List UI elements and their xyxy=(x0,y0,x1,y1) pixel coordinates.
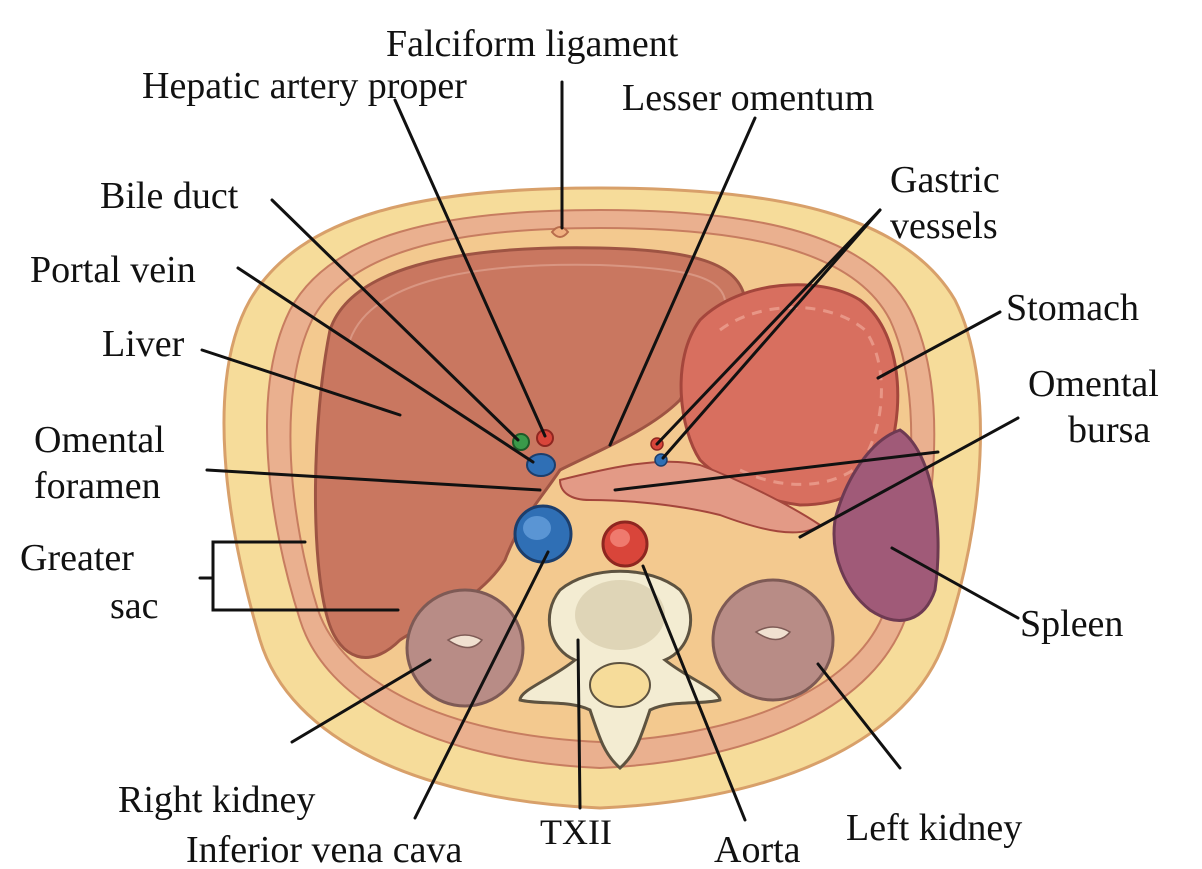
label-omental-foramen-2: foramen xyxy=(34,465,161,507)
label-greater-sac-1: Greater xyxy=(20,537,134,579)
label-inferior-vena-cava: Inferior vena cava xyxy=(186,829,463,869)
label-lesser-omentum: Lesser omentum xyxy=(622,77,874,119)
label-omental-bursa-2: bursa xyxy=(1068,409,1150,451)
vertebral-canal xyxy=(590,663,650,707)
label-txii: TXII xyxy=(540,812,612,852)
label-falciform-ligament: Falciform ligament xyxy=(386,23,679,65)
label-greater-sac-2: sac xyxy=(110,585,159,627)
label-hepatic-artery-proper: Hepatic artery proper xyxy=(142,65,467,107)
aorta-highlight xyxy=(610,529,630,547)
label-gastric-vessels-2: vessels xyxy=(890,205,998,247)
label-liver: Liver xyxy=(102,323,185,365)
label-gastric-vessels-1: Gastric xyxy=(890,159,1000,201)
falciform-ligament xyxy=(552,227,568,237)
label-aorta: Aorta xyxy=(714,829,801,869)
label-omental-foramen-1: Omental xyxy=(34,419,165,461)
label-stomach: Stomach xyxy=(1006,287,1139,329)
label-right-kidney: Right kidney xyxy=(118,779,315,821)
label-bile-duct: Bile duct xyxy=(100,175,239,217)
label-portal-vein: Portal vein xyxy=(30,249,196,291)
leader-txii xyxy=(578,640,580,808)
label-spleen: Spleen xyxy=(1020,603,1123,645)
ivc-highlight xyxy=(523,516,551,540)
label-omental-bursa-1: Omental xyxy=(1028,363,1159,405)
portal-vein-vessel xyxy=(527,454,555,476)
label-left-kidney: Left kidney xyxy=(846,807,1022,849)
